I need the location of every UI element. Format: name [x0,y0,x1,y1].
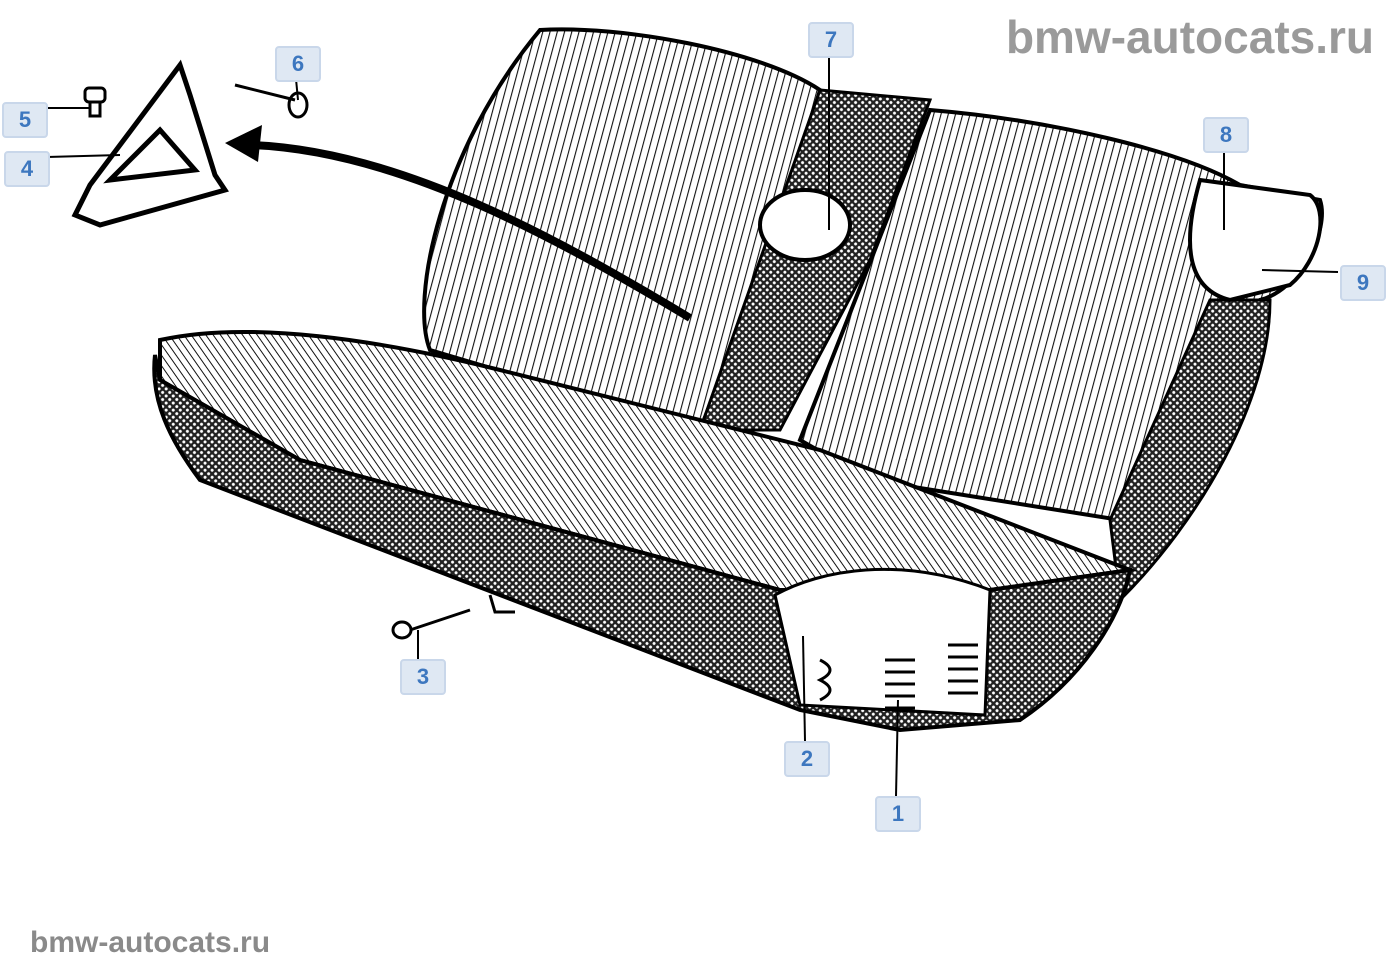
armrest [1188,177,1323,303]
callout-7[interactable]: 7 [808,22,854,58]
bolt-icons [83,83,515,640]
seat-side-right [1108,298,1272,604]
callout-2[interactable]: 2 [784,741,830,777]
callout-9[interactable]: 9 [1340,265,1386,301]
callout-3[interactable]: 3 [400,659,446,695]
cushion-cutaway [773,567,992,717]
leader-lines [45,55,1339,797]
arrow-icon [249,141,693,322]
callout-1[interactable]: 1 [875,796,921,832]
callout-5[interactable]: 5 [2,102,48,138]
callout-4[interactable]: 4 [4,151,50,187]
callout-6[interactable]: 6 [275,46,321,82]
bracket-part [71,59,229,228]
callout-8[interactable]: 8 [1203,117,1249,153]
headrest-opening [758,188,852,262]
spring-icons [816,643,978,710]
watermark-bottom: bmw-autocats.ru [30,926,271,959]
watermark-top: bmw-autocats.ru [1005,11,1374,63]
